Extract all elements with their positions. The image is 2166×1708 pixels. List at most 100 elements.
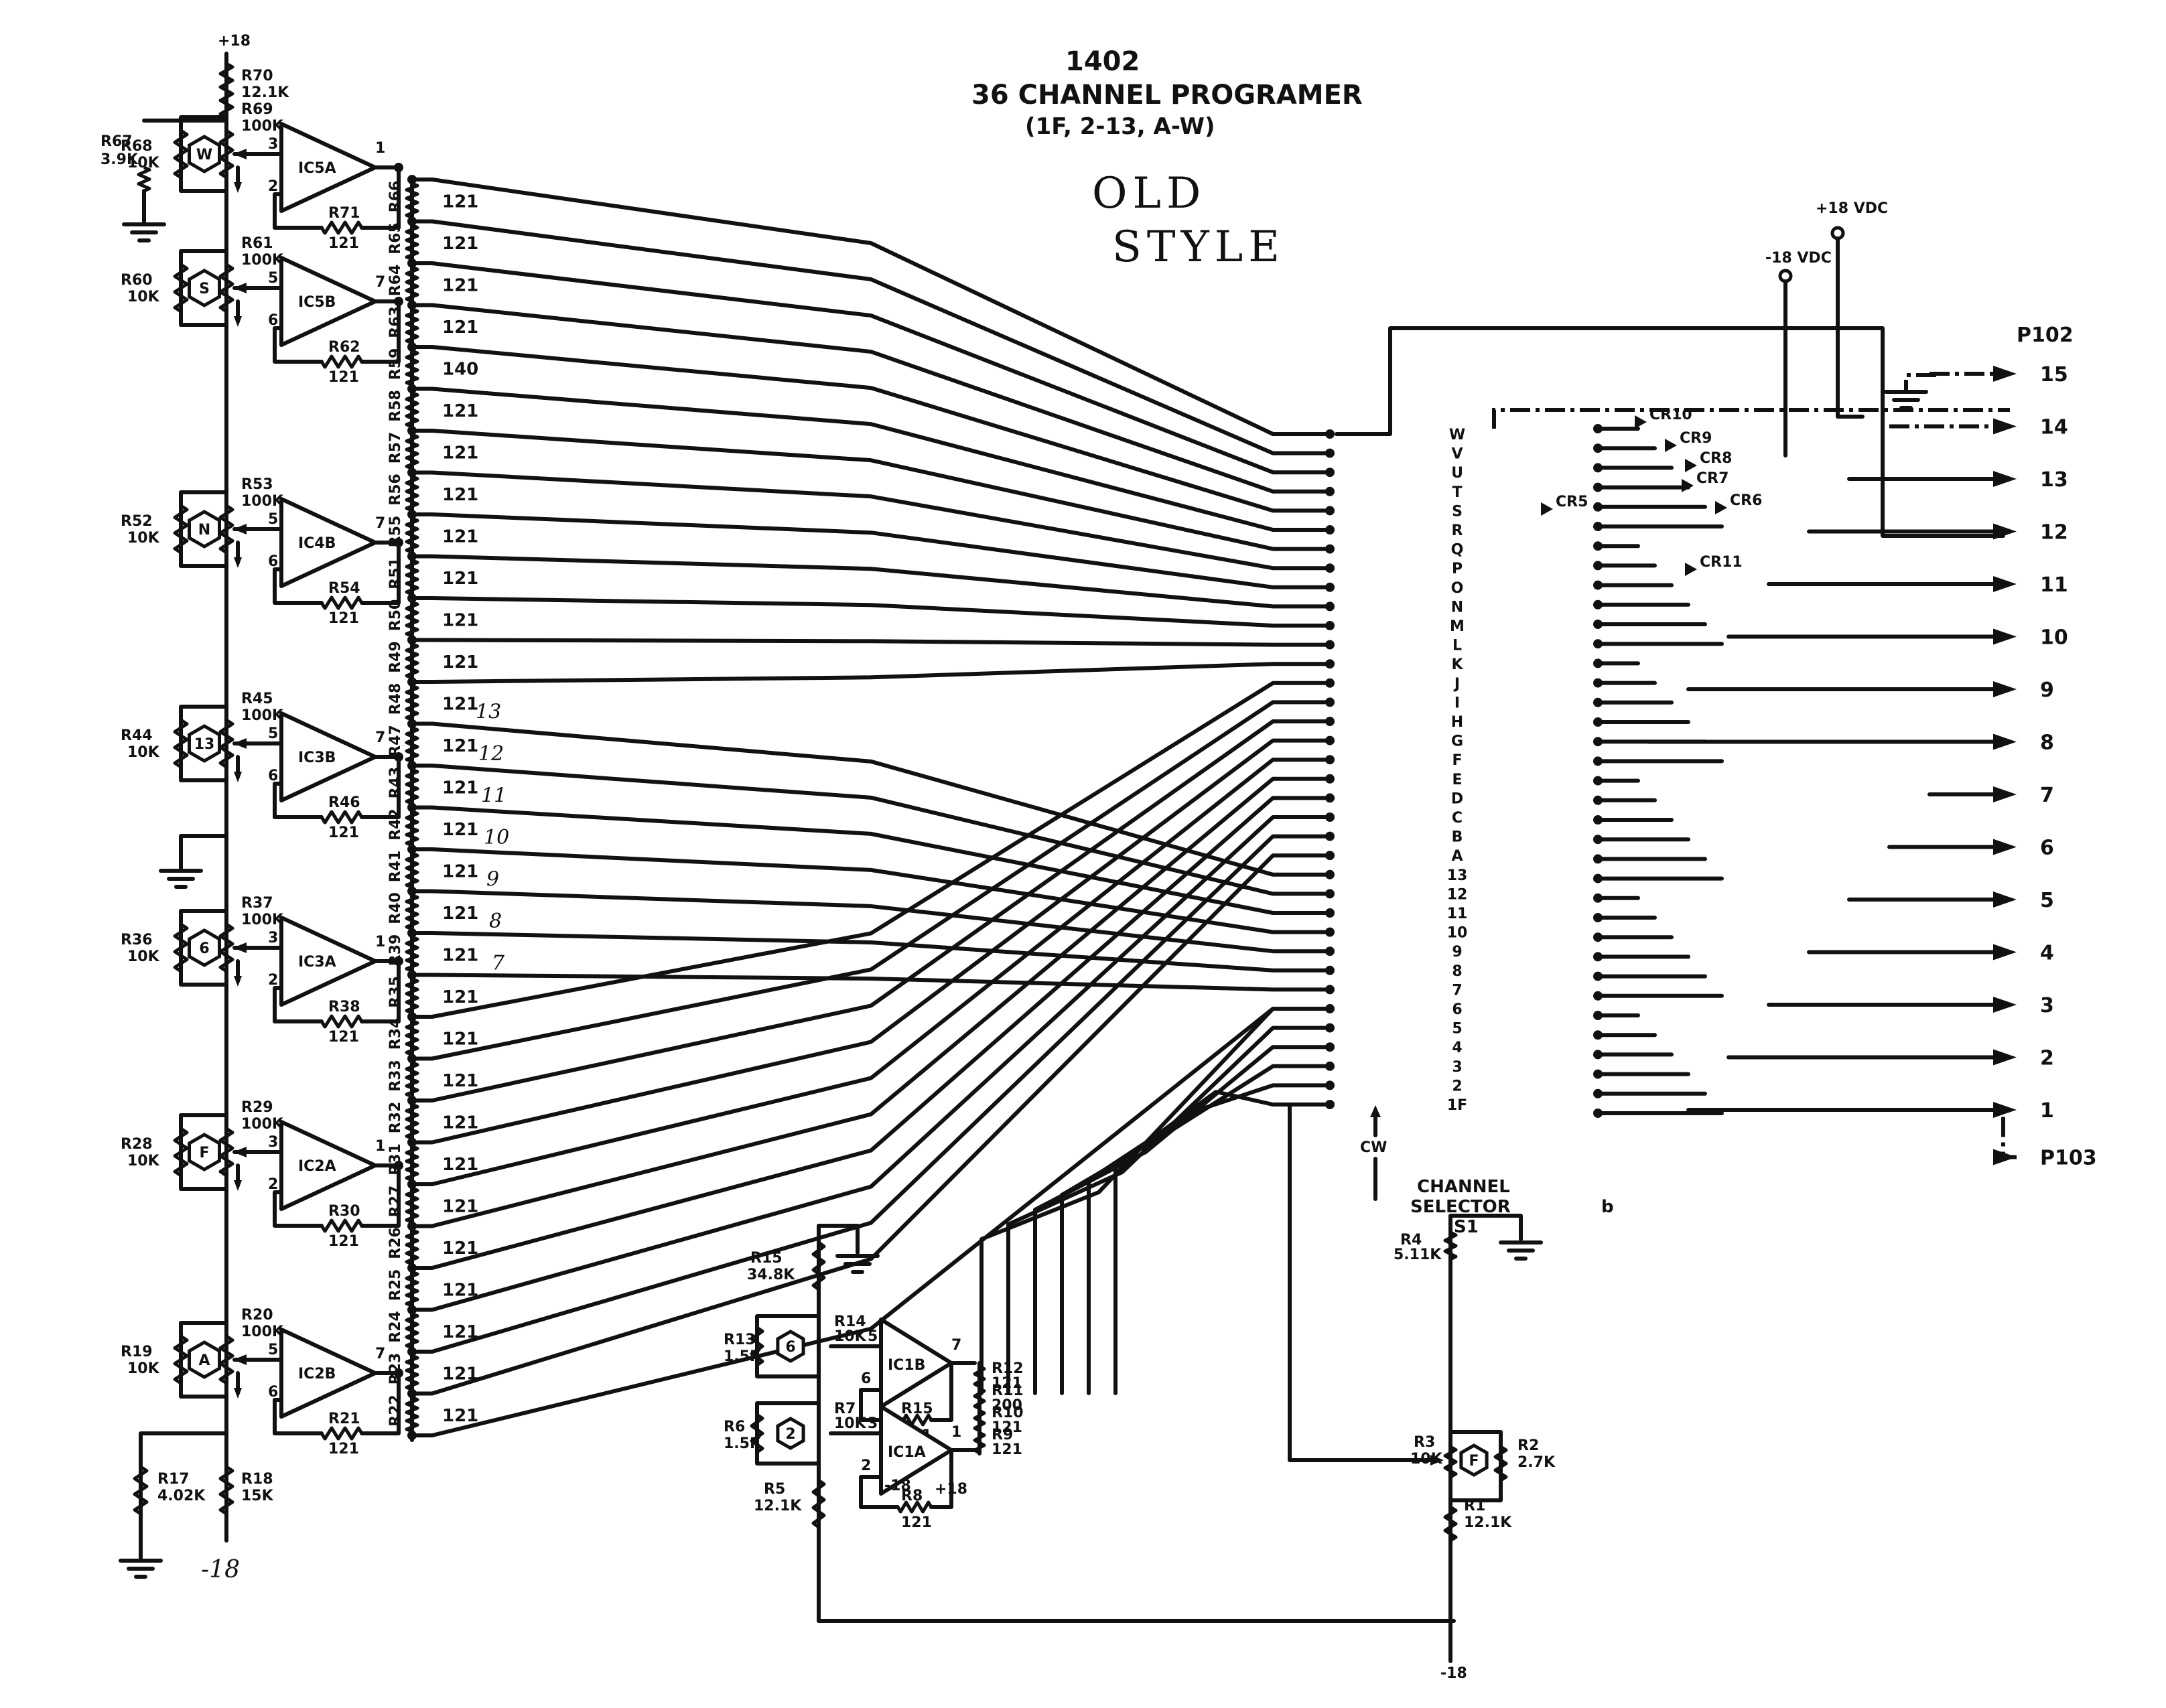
pin-fb: 6 [268,553,278,570]
connector-arrow-icon [1993,576,2017,592]
trim-value: 10K [127,1360,160,1377]
connector-arrow-icon [1993,1049,2017,1066]
fanout-wire [407,928,1332,973]
r3-ref: R3 [1414,1434,1435,1451]
deck-b-label: b [1601,1197,1614,1217]
svg-text:5.11K: 5.11K [1394,1247,1442,1263]
connector-pin-label: 11 [2040,573,2068,597]
connector-pin: 7 [1927,784,2054,807]
pot-resistor [218,1127,234,1178]
chain-value: 121 [992,1419,1022,1436]
wiper-output-wire [1335,326,2005,538]
selector-contact: Q [1325,542,1463,559]
connector-pin: 4 [1807,942,2054,965]
connector-pin-label: 8 [2040,731,2054,755]
svg-text:CR9: CR9 [1680,430,1712,447]
svg-text:2: 2 [785,1426,795,1443]
connector-pin-label: 3 [2040,994,2054,1017]
pin-in: 5 [268,511,278,528]
fanout-wire [407,738,1332,1147]
svg-text:CR11: CR11 [1700,554,1743,571]
pot-resistor [218,1334,234,1385]
pin-in: 3 [268,136,278,153]
selector-label-3: S1 [1454,1217,1479,1237]
fanout-wire [407,761,1332,896]
chain-value: 121 [442,1029,478,1049]
svg-text:F: F [1469,1453,1479,1470]
selector-position-label: O [1451,580,1464,597]
ground-icon [159,869,203,889]
trim-ref: R44 [121,727,153,744]
selector-position-label: 1F [1447,1097,1467,1114]
pin-fb: 6 [268,768,278,784]
opamp-ref: IC5A [298,160,336,177]
connector-pin: 9 [1686,679,2054,702]
selector-contact: O [1325,580,1463,597]
selector-contact: 1F [1325,1097,1467,1114]
svg-text:CR6: CR6 [1730,492,1762,509]
selector-contact: 2 [1325,1078,1463,1094]
diode-icon [1665,439,1677,452]
selector-position-label: F [1452,752,1462,769]
chain-value: 121 [442,1196,478,1216]
title-range: (1F, 2-13, A-W) [1025,113,1215,140]
chain-ref: R35 [387,976,404,1008]
connector-p103-label: P103 [2040,1147,2097,1170]
svg-text:10K: 10K [1410,1451,1443,1468]
fanout-wire [407,175,1332,436]
chain-ref: R33 [387,1060,404,1092]
chain-value: 121 [442,275,478,295]
pin-fb: 2 [268,178,278,195]
opamp-triangle [279,1120,377,1211]
svg-text:12.1K: 12.1K [754,1498,802,1514]
chain-ref: R65 [387,222,404,255]
chain-value: 121 [442,1155,478,1175]
selector-contact: V [1325,446,1463,463]
ground-icon [122,222,166,242]
knob-label: 6 [199,940,209,957]
selector-contact: M [1325,618,1465,635]
chain-ref: R63 [387,306,404,338]
selector-contact: F [1325,752,1463,769]
chain-ref: R32 [387,1102,404,1134]
selector-contact: 7 [1325,982,1463,999]
rotation-arrow-head [1370,1105,1381,1117]
fanout-wire [407,719,1332,1105]
wiper-direction-icon [234,557,242,568]
chain-ref: R27 [387,1186,404,1218]
wiper-arrow-icon [233,942,247,953]
pot-ref: R29 [241,1099,273,1116]
fanout-wire [407,551,1332,609]
wiper-direction-icon [234,976,242,987]
svg-text:7: 7 [951,1337,961,1354]
fanout-wire [407,796,1332,1273]
opamp-ref: IC3B [298,750,336,766]
selector-contact: A [1325,848,1463,865]
chain-value: 121 [442,1113,478,1133]
selector-contact: 6 [1325,1001,1463,1018]
pin-out: 7 [375,1346,385,1362]
connector-arrow-icon [1993,366,2017,382]
pos-supply-label: +18 [935,1481,967,1498]
pot-ref: R53 [241,476,273,493]
feedback-value: 121 [328,1233,359,1250]
trim-ref: R36 [121,932,153,948]
chain-value: 200 [992,1397,1022,1414]
connector-pin: 3 [1767,994,2054,1017]
fanout-wire [407,815,1332,1315]
selector-position-label: I [1454,695,1460,711]
pot-ref: R20 [241,1307,273,1324]
chain-value: 121 [442,610,478,630]
ic1-stage: R1534.8KR512.1KR131.5K6R1410KIC1B567R151… [724,1224,1456,1623]
